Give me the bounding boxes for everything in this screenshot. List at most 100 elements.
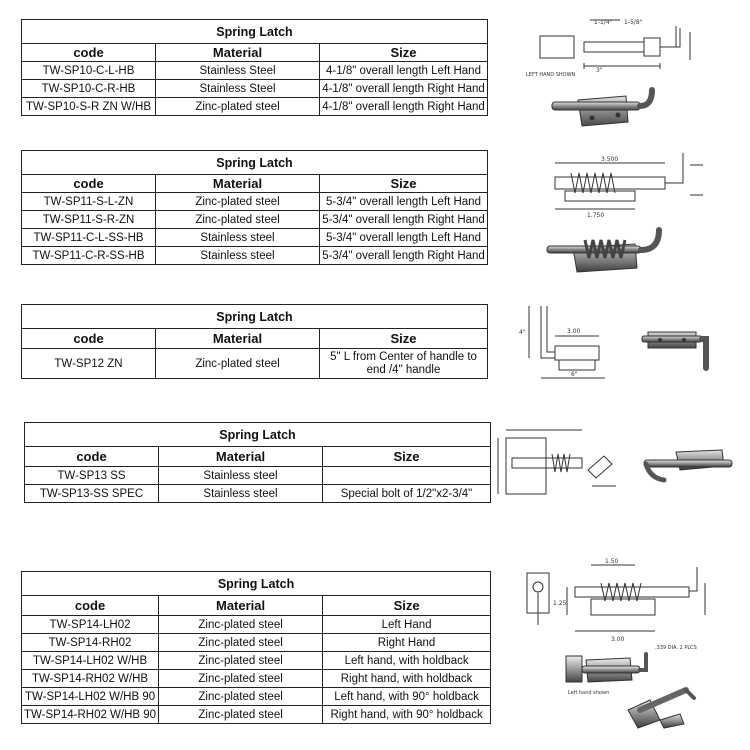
header-material: Material [158, 595, 324, 616]
cell-code: TW-SP14-LH02 W/HB [20, 651, 160, 670]
table-row: TW-SP10-C-R-HB Stainless Steel 4-1/8" ov… [21, 79, 488, 98]
sp12-dim-c: 4" [519, 329, 526, 336]
cell-material: Zinc-plated steel [158, 633, 324, 652]
table-row: TW-SP12 ZN Zinc-plated steel 5" L from C… [21, 348, 488, 379]
cell-material: Zinc-plated steel [155, 192, 320, 211]
table-row: TW-SP14-LH02 W/HB 90 Zinc-plated steel L… [20, 687, 492, 706]
table-row: TW-SP10-C-L-HB Stainless Steel 4-1/8" ov… [21, 61, 488, 80]
spec-table-sp12: Spring Latch code Material Size TW-SP12 … [21, 304, 488, 379]
sp14-dim-c: 1.25 [553, 600, 567, 607]
cell-material: Zinc-plated steel [158, 651, 324, 670]
cell-size: 5" L from Center of handle to end /4" ha… [319, 348, 488, 379]
header-code: code [21, 43, 156, 62]
header-material: Material [155, 328, 320, 349]
table-row: TW-SP11-S-L-ZN Zinc-plated steel 5-3/4" … [21, 192, 488, 211]
sp11-dim-a: 3.500 [601, 156, 618, 163]
table-row: TW-SP11-C-R-SS-HB Stainless steel 5-3/4"… [21, 246, 488, 265]
cell-code: TW-SP13 SS [24, 466, 159, 485]
cell-size: Right hand, with 90° holdback [322, 705, 492, 724]
header-material: Material [158, 446, 323, 467]
cell-size [322, 466, 491, 485]
header-code: code [21, 328, 156, 349]
header-size: Size [322, 595, 492, 616]
sp10-dim-c: 3" [596, 67, 603, 74]
cell-material: Zinc-plated steel [155, 210, 320, 229]
cell-code: TW-SP14-RH02 [20, 633, 160, 652]
cell-size: Right hand, with holdback [322, 669, 492, 688]
sp12-dim-a: 3.00 [567, 328, 581, 335]
header-size: Size [322, 446, 491, 467]
table-row: TW-SP14-RH02 W/HB 90 Zinc-plated steel R… [20, 705, 492, 724]
sp14-product-photo: Left hand shown [560, 650, 650, 698]
sp11-product-photo [545, 222, 670, 277]
cell-size: Left Hand [322, 615, 492, 634]
header-material: Material [155, 43, 320, 62]
spec-table-sp14: Spring Latch code Material Size TW-SP14-… [20, 571, 492, 724]
cell-code: TW-SP11-C-R-SS-HB [21, 246, 156, 265]
table-row: TW-SP11-S-R-ZN Zinc-plated steel 5-3/4" … [21, 210, 488, 229]
sp10-technical-drawing: 3" 1-1/4" 1-5/8" LEFT HAND SHOWN [520, 14, 720, 78]
spec-table-sp13: Spring Latch code Material Size TW-SP13 … [24, 422, 491, 503]
sp10-dim-a: 1-1/4" [594, 19, 613, 26]
cell-code: TW-SP10-S-R ZN W/HB [21, 97, 156, 116]
cell-material: Stainless steel [155, 246, 320, 265]
cell-size: 4-1/8" overall length Right Hand [319, 79, 488, 98]
sp12-dim-b: 6" [571, 371, 578, 378]
table-row: TW-SP14-RH02 Zinc-plated steel Right Han… [20, 633, 492, 652]
sp13-product-photo [640, 440, 740, 490]
cell-size: Left hand, with 90° holdback [322, 687, 492, 706]
sp10-dim-b: 1-5/8" [624, 19, 643, 26]
sp14-holdback-photo [620, 680, 700, 730]
cell-code: TW-SP11-S-L-ZN [21, 192, 156, 211]
sp12-technical-drawing: 3.00 6" 4" [515, 300, 615, 385]
cell-code: TW-SP10-C-R-HB [21, 79, 156, 98]
sp11-dim-b: 1.750 [587, 212, 604, 219]
table-row: TW-SP13-SS SPEC Stainless steel Special … [24, 484, 491, 503]
sp14-technical-drawing: 1.50 3.00 1.25 .339 DIA. 2 PLCS [515, 553, 715, 653]
cell-size: 5-3/4" overall length Left Hand [319, 228, 488, 247]
cell-material: Stainless steel [158, 484, 323, 503]
table-row: TW-SP10-S-R ZN W/HB Zinc-plated steel 4-… [21, 97, 488, 116]
sp14-note-a: Left hand shown [568, 690, 609, 696]
cell-material: Stainless Steel [155, 61, 320, 80]
cell-material: Stainless Steel [155, 79, 320, 98]
cell-code: TW-SP10-C-L-HB [21, 61, 156, 80]
cell-size: 4-1/8" overall length Left Hand [319, 61, 488, 80]
cell-code: TW-SP11-C-L-SS-HB [21, 228, 156, 247]
table-row: TW-SP11-C-L-SS-HB Stainless steel 5-3/4"… [21, 228, 488, 247]
cell-code: TW-SP14-RH02 W/HB [20, 669, 160, 688]
sp11-technical-drawing: 3.500 1.750 [525, 143, 710, 223]
cell-code: TW-SP14-RH02 W/HB 90 [20, 705, 160, 724]
cell-code: TW-SP11-S-R-ZN [21, 210, 156, 229]
cell-size: 5-3/4" overall length Right Hand [319, 210, 488, 229]
table-title: Spring Latch [24, 422, 491, 447]
header-code: code [20, 595, 160, 616]
header-code: code [24, 446, 159, 467]
cell-code: TW-SP13-SS SPEC [24, 484, 159, 503]
cell-size: Right Hand [322, 633, 492, 652]
header-material: Material [155, 174, 320, 193]
cell-material: Zinc-plated steel [158, 705, 324, 724]
table-row: TW-SP14-LH02 W/HB Zinc-plated steel Left… [20, 651, 492, 670]
cell-size: Special bolt of 1/2"x2-3/4" [322, 484, 491, 503]
cell-material: Zinc-plated steel [158, 687, 324, 706]
sp14-dim-b: 3.00 [611, 636, 625, 643]
cell-material: Stainless steel [158, 466, 323, 485]
table-title: Spring Latch [21, 19, 488, 44]
cell-size: 5-3/4" overall length Left Hand [319, 192, 488, 211]
spec-table-sp10: Spring Latch code Material Size TW-SP10-… [21, 19, 488, 116]
table-row: TW-SP14-RH02 W/HB Zinc-plated steel Righ… [20, 669, 492, 688]
sp10-product-photo [548, 82, 658, 134]
sp12-product-photo [640, 318, 715, 373]
header-code: code [21, 174, 156, 193]
cell-size: 4-1/8" overall length Right Hand [319, 97, 488, 116]
cell-code: TW-SP14-LH02 W/HB 90 [20, 687, 160, 706]
cell-material: Stainless steel [155, 228, 320, 247]
table-row: TW-SP13 SS Stainless steel [24, 466, 491, 485]
cell-code: TW-SP14-LH02 [20, 615, 160, 634]
table-row: TW-SP14-LH02 Zinc-plated steel Left Hand [20, 615, 492, 634]
table-title: Spring Latch [21, 150, 488, 175]
sp10-note: LEFT HAND SHOWN [526, 72, 576, 78]
spec-table-sp11: Spring Latch code Material Size TW-SP11-… [21, 150, 488, 265]
table-title: Spring Latch [21, 304, 488, 329]
